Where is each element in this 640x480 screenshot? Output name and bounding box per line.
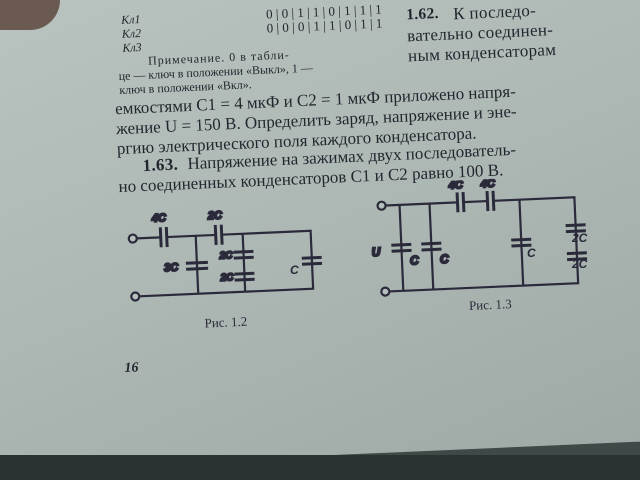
problem-number: 1.62. xyxy=(405,5,440,24)
capacitor-label: 2C xyxy=(572,231,588,245)
capacitor-label: 4C xyxy=(448,179,465,192)
capacitor-label: C xyxy=(290,263,299,277)
capacitor-label: 4C xyxy=(151,212,168,225)
circuit-fig-1-3: U C C 4C 4C xyxy=(370,177,588,297)
capacitor-label: 2C xyxy=(218,250,233,262)
figure-caption: Рис. 1.2 xyxy=(204,313,248,331)
table-surface xyxy=(0,455,640,480)
table-row-label: Кл3 xyxy=(122,40,142,55)
capacitor-label: 3C xyxy=(164,262,180,275)
circuit-fig-1-2: 4C 2C 3C 2C 2C xyxy=(127,209,323,302)
capacitor-label: C xyxy=(527,246,536,260)
capacitor-label: 2C xyxy=(572,257,588,271)
capacitor-label: C xyxy=(440,252,450,266)
figure-caption: Рис. 1.3 xyxy=(468,296,513,313)
problem-number: 1.63. xyxy=(142,154,179,176)
voltage-label: U xyxy=(371,245,381,259)
capacitor-label: 2C xyxy=(207,210,224,223)
book-page: Кл1 0 | 0 | 1 | 1 | 0 | 1 | 1 | 1 Кл2 0 … xyxy=(0,0,640,470)
capacitor-label: 4C xyxy=(479,178,496,191)
capacitor-label: 2C xyxy=(219,272,234,284)
capacitor-label: C xyxy=(410,253,420,267)
page-number: 16 xyxy=(124,360,139,377)
